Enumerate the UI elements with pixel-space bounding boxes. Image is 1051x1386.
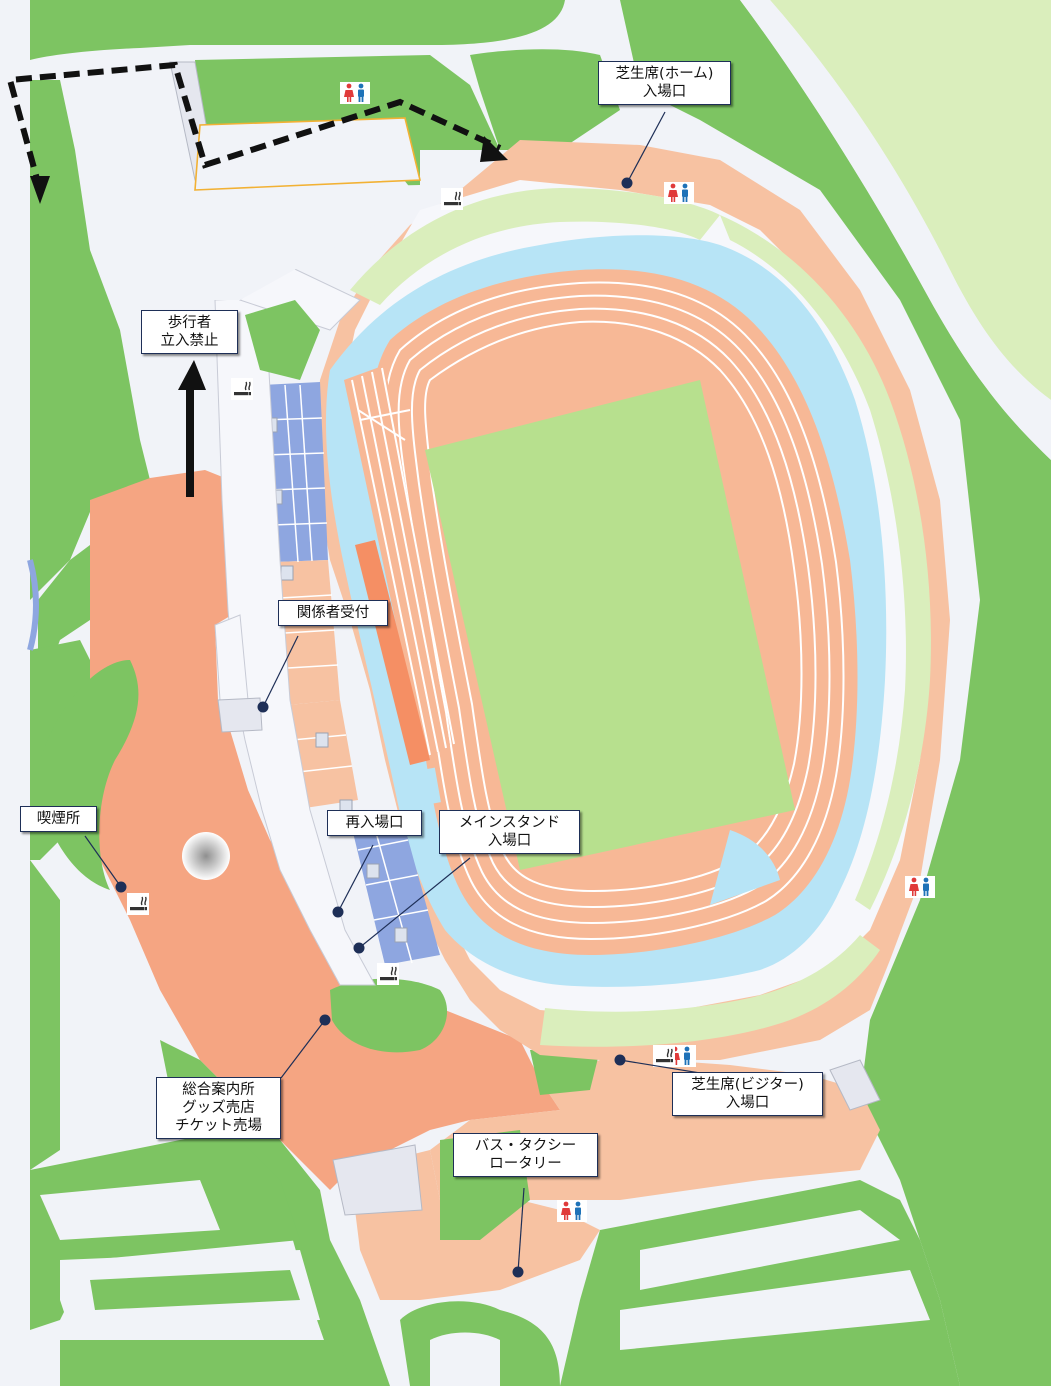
visitor-lawn-entrance-label: 芝生席(ビジター) 入場口 [672,1072,823,1116]
location-dot-icon [353,942,365,954]
location-dot-icon [332,906,344,918]
location-dot-icon [257,701,269,713]
restroom-icon [340,82,370,104]
bus-taxi-rotary-label: バス・タクシー ロータリー [453,1133,598,1177]
main-stand-seats [261,382,440,965]
location-dot-icon [512,1266,524,1278]
restroom-icon [557,1200,587,1222]
info-center-label: 総合案内所 グッズ売店 チケット売場 [156,1077,281,1139]
restroom-icon [664,182,694,204]
restroom-icon [905,876,935,898]
location-dot-icon [614,1054,626,1066]
main-stand-entrance-label: メインスタンド 入場口 [439,810,580,854]
reentry-gate-label: 再入場口 [327,810,422,836]
staff-reception-label: 関係者受付 [278,600,388,626]
smoking-icon [230,377,254,401]
smoking-icon [376,962,400,986]
home-lawn-entrance-label: 芝生席(ホーム) 入場口 [598,61,731,105]
location-dot-icon [621,177,633,189]
smoking-icon [440,187,464,211]
smoking-icon [126,892,150,916]
location-dot-icon [115,881,127,893]
smoking-area-label: 喫煙所 [20,806,97,832]
no-pedestrian-entry-label: 歩行者 立入禁止 [141,310,238,354]
smoking-icon [652,1044,676,1068]
location-dot-icon [319,1014,331,1026]
